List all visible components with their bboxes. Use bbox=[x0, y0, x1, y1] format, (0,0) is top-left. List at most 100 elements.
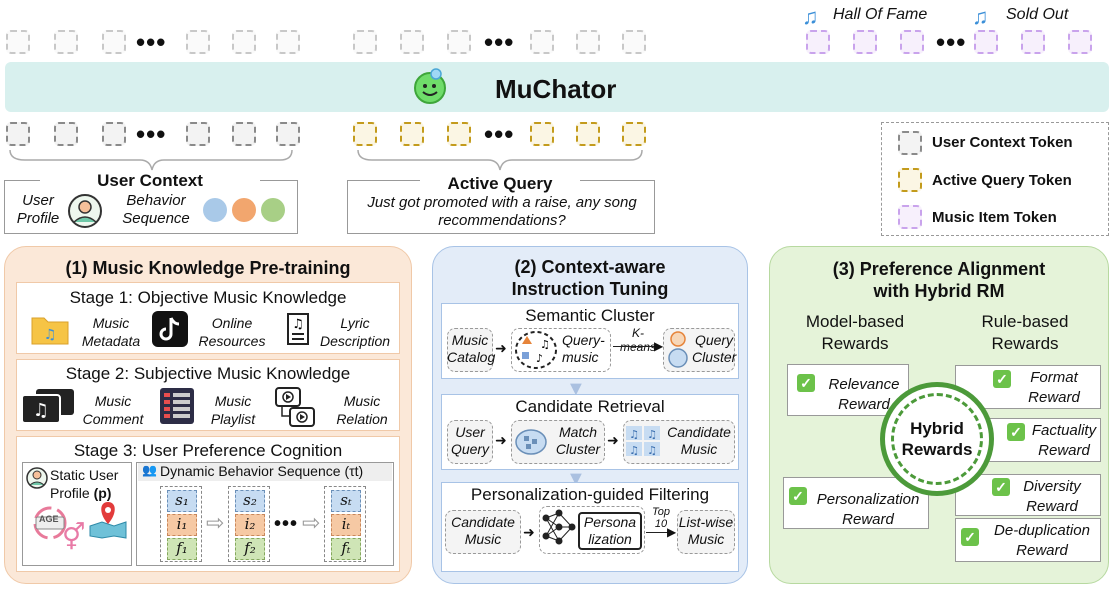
gender-icon: ⚥ bbox=[62, 522, 86, 552]
hall-of-fame-label: Hall Of Fame bbox=[833, 6, 928, 23]
music-note-icon: ♫ bbox=[972, 4, 989, 29]
user-context-token bbox=[6, 122, 30, 146]
stage1-item-1: Music Metadata bbox=[81, 315, 141, 349]
check-icon: ✓ bbox=[961, 528, 979, 546]
music-catalog-label: Music Catalog bbox=[447, 332, 496, 365]
dynamic-sequence-box bbox=[136, 462, 394, 566]
semantic-cluster-title: Semantic Cluster bbox=[525, 306, 655, 325]
user-icon bbox=[26, 467, 48, 489]
ellipsis: ••• bbox=[484, 27, 515, 57]
arrow-icon: ➜ bbox=[523, 524, 535, 540]
age-label: AGE bbox=[39, 514, 59, 524]
user-context-token bbox=[102, 122, 126, 146]
behavior-dot bbox=[203, 198, 227, 222]
arrow-icon: ➜ bbox=[495, 432, 507, 448]
dynamic-sequence-label: Dynamic Behavior Sequence (τt) bbox=[160, 463, 364, 479]
legend-query-token bbox=[898, 168, 922, 192]
lyric-sheet-icon: ♫ bbox=[287, 313, 309, 345]
svg-text:♫: ♫ bbox=[647, 444, 657, 457]
stage2-title: Stage 2: Subjective Music Knowledge bbox=[65, 364, 351, 383]
user-profile-label: User Profile bbox=[16, 192, 60, 227]
match-cluster-icon bbox=[515, 429, 547, 455]
ellipsis: ••• bbox=[936, 27, 967, 57]
music-item-token bbox=[900, 30, 924, 54]
user-context-token bbox=[186, 122, 210, 146]
top10-arrow bbox=[646, 532, 672, 533]
music-item-token bbox=[1068, 30, 1092, 54]
active-query-token bbox=[576, 122, 600, 146]
panel1-title: (1) Music Knowledge Pre-training bbox=[65, 258, 351, 278]
user-context-title: User Context bbox=[40, 171, 260, 191]
factuality-reward-label: Factuality Reward bbox=[1031, 422, 1097, 459]
i-token: i₂ bbox=[235, 514, 265, 536]
personalization-inner-box bbox=[578, 512, 642, 550]
relation-icon bbox=[275, 387, 315, 427]
behavior-dot bbox=[232, 198, 256, 222]
token bbox=[353, 30, 377, 54]
sequence-group bbox=[228, 486, 270, 562]
arrow-right-icon: ⇨ bbox=[302, 510, 321, 535]
brace-lines bbox=[9, 149, 643, 171]
token bbox=[622, 30, 646, 54]
candidate-retrieval-title: Candidate Retrieval bbox=[515, 397, 665, 416]
check-icon: ✓ bbox=[789, 487, 807, 505]
check-icon: ✓ bbox=[1007, 423, 1025, 441]
folder-icon: ♫ bbox=[31, 317, 69, 345]
user-context-token bbox=[54, 122, 78, 146]
behavior-dot bbox=[261, 198, 285, 222]
legend-music-item-label: Music Item Token bbox=[932, 209, 1057, 226]
legend-user-context-label: User Context Token bbox=[932, 134, 1073, 151]
dedup-reward-label: De-duplication Reward bbox=[994, 522, 1090, 559]
personalization-reward-label: Personalization Reward bbox=[816, 491, 920, 528]
personalization-label: Persona lization bbox=[583, 514, 637, 547]
model-bar bbox=[5, 62, 1109, 112]
i-token: i₁ bbox=[167, 514, 197, 536]
hybrid-inner-ring bbox=[891, 393, 983, 485]
f-token: f₁ bbox=[167, 538, 197, 560]
token bbox=[6, 30, 30, 54]
kmeans-arrow bbox=[613, 346, 659, 347]
model-based-label: Model-based Rewards bbox=[805, 312, 905, 353]
format-reward-label: Format Reward bbox=[1028, 369, 1080, 406]
user-query-box bbox=[447, 420, 493, 464]
stage3-title: Stage 3: User Preference Cognition bbox=[73, 441, 343, 460]
music-item-token bbox=[1021, 30, 1045, 54]
dedup-reward-box bbox=[955, 518, 1101, 562]
arrow-head-icon: ▶ bbox=[654, 339, 664, 353]
ellipsis: ••• bbox=[136, 119, 167, 149]
token bbox=[576, 30, 600, 54]
match-cluster-label: Match Cluster bbox=[555, 424, 601, 457]
stage1-item-2: Online Resources bbox=[198, 315, 266, 349]
active-query-token bbox=[622, 122, 646, 146]
token bbox=[186, 30, 210, 54]
candidate-music-label: Candidate Music bbox=[667, 424, 731, 457]
arrow-right-icon: ⇨ bbox=[206, 510, 225, 535]
playlist-icon bbox=[160, 388, 194, 424]
people-icon: 👥 bbox=[142, 463, 157, 477]
query-music-label: Query- music bbox=[562, 332, 605, 365]
static-profile-box bbox=[22, 462, 132, 566]
token bbox=[54, 30, 78, 54]
stage1-box bbox=[16, 282, 400, 354]
neural-net-icon bbox=[542, 509, 576, 545]
check-icon: ✓ bbox=[797, 374, 815, 392]
music-item-token bbox=[974, 30, 998, 54]
s-token: s₂ bbox=[235, 490, 265, 512]
active-query-token bbox=[400, 122, 424, 146]
stage2-item-2: Music Playlist bbox=[210, 393, 256, 427]
active-query-text: Just got promoted with a raise, any song… bbox=[367, 194, 637, 229]
active-query-title: Active Query bbox=[420, 174, 580, 194]
panel3-title: (3) Preference Alignment with Hybrid RM bbox=[832, 259, 1046, 301]
dynamic-header-bg bbox=[138, 463, 392, 481]
legend-active-query-label: Active Query Token bbox=[932, 172, 1072, 189]
query-cluster-label: Query Cluster bbox=[692, 332, 737, 365]
mascot-icon bbox=[414, 68, 446, 104]
static-profile-label: Static User Profile (p) bbox=[50, 467, 119, 501]
token bbox=[232, 30, 256, 54]
active-query-token bbox=[530, 122, 554, 146]
query-cluster-icon bbox=[668, 331, 688, 368]
user-query-label: User Query bbox=[450, 424, 490, 457]
s-token: sₜ bbox=[331, 490, 361, 512]
stage2-item-3: Music Relation bbox=[336, 393, 388, 427]
relevance-reward-label: Relevance Reward bbox=[828, 376, 900, 413]
